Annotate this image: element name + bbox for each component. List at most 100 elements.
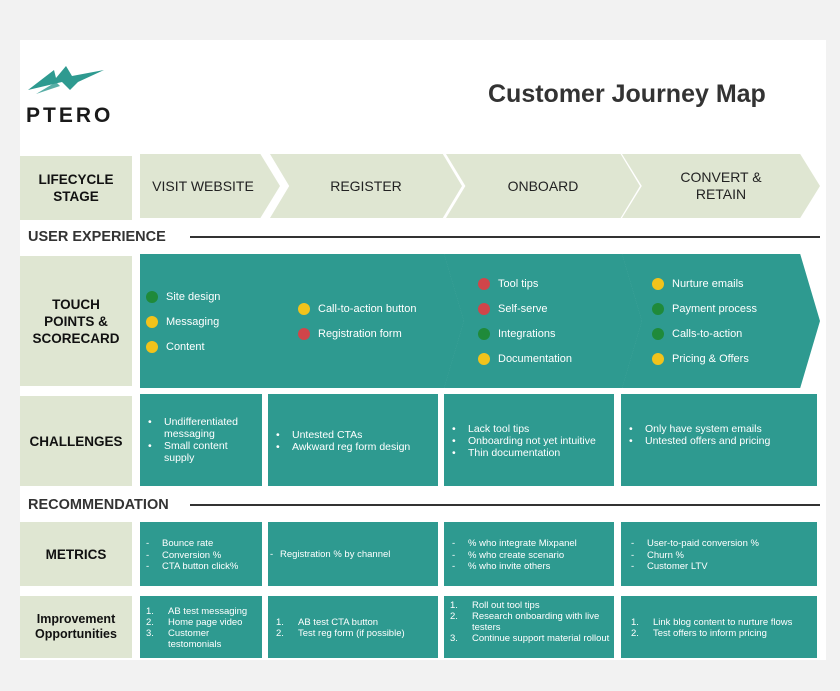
metric-text: Registration % by channel — [280, 549, 391, 560]
metric-item: -Customer LTV — [631, 561, 708, 572]
challenge-text: Untested CTAs — [292, 429, 363, 441]
touchpoint-text: Site design — [166, 290, 221, 303]
stage-label: CONVERT & — [680, 169, 762, 185]
improvement-register: 1.AB test CTA button 2.Test reg form (if… — [268, 596, 438, 658]
lifecycle-label-line1: LIFECYCLE — [38, 172, 114, 187]
right-margin — [826, 0, 840, 691]
touchpoint-item: Call-to-action button — [298, 296, 416, 321]
improvement-text: Continue support material rollout — [472, 633, 610, 644]
metrics-visit-website: -Bounce rate -Conversion % -CTA button c… — [140, 522, 262, 586]
touchpoint-list: Call-to-action button Registration form — [298, 296, 416, 346]
challenge-item: •Untested offers and pricing — [629, 435, 771, 447]
status-dot — [652, 277, 664, 290]
left-margin — [0, 0, 20, 691]
touchpoints-label-line1: TOUCH — [52, 296, 100, 312]
challenges-onboard: •Lack tool tips •Onboarding not yet intu… — [444, 394, 614, 486]
touchpoint-text: Registration form — [318, 327, 402, 340]
metric-item: -Conversion % — [146, 549, 222, 561]
improvement-text: Link blog content to nurture flows — [653, 617, 793, 628]
improvement-item: 2.Research onboarding with live testers — [450, 611, 600, 633]
touchpoint-item: Integrations — [478, 321, 572, 346]
metrics-register: -Registration % by channel — [268, 522, 438, 586]
challenges-register: •Untested CTAs •Awkward reg form design — [268, 394, 438, 486]
touchpoint-list: Site design Messaging Content — [146, 284, 220, 359]
metric-item: -User-to-paid conversion % — [631, 538, 759, 549]
improvement-label-line2: Opportunities — [35, 627, 117, 641]
improvement-text: Test offers to inform pricing — [653, 628, 767, 639]
metric-item: -Churn % — [631, 549, 684, 561]
challenges-convert-retain: •Only have system emails •Untested offer… — [621, 394, 817, 486]
touchpoint-item: Content — [146, 334, 220, 359]
stage-label: REGISTER — [330, 177, 402, 194]
touchpoint-item: Messaging — [146, 309, 220, 334]
improvement-label-line1: Improvement — [36, 612, 116, 626]
metric-text: Churn % — [647, 549, 684, 561]
metric-item: -% who create scenario — [452, 549, 565, 561]
touchpoint-item: Tool tips — [478, 271, 572, 296]
status-dot — [298, 302, 310, 315]
touchpoint-text: Calls-to-action — [672, 327, 743, 340]
touchpoint-item: Pricing & Offers — [652, 346, 757, 371]
touchpoint-text: Integrations — [498, 327, 556, 340]
status-dot — [146, 340, 158, 353]
touchpoints-register — [266, 254, 464, 388]
challenge-text: Onboarding not yet intuitive — [468, 435, 596, 447]
bottom-margin — [0, 660, 840, 691]
challenge-text: Awkward reg form design — [292, 441, 411, 453]
status-dot — [478, 302, 490, 315]
improvement-item: 2.Home page video — [146, 617, 243, 628]
metric-text: Customer LTV — [647, 561, 708, 572]
touchpoint-text: Self-serve — [498, 302, 548, 315]
challenge-text: Small content supply — [164, 440, 228, 464]
challenge-item: •Small content supply — [148, 440, 228, 464]
status-dot — [478, 352, 490, 365]
touchpoint-list: Nurture emails Payment process Calls-to-… — [652, 271, 757, 371]
improvement-onboard: 1.Roll out tool tips 2.Research onboardi… — [444, 596, 614, 658]
pterodactyl-icon — [28, 66, 104, 94]
status-dot — [652, 302, 664, 315]
challenge-item: •Onboarding not yet intuitive — [452, 435, 596, 447]
improvement-item: 3.Continue support material rollout — [450, 633, 610, 644]
improvement-convert-retain: 1.Link blog content to nurture flows 2.T… — [621, 596, 817, 658]
challenge-item: •Untested CTAs — [276, 429, 363, 441]
touchpoints-onboard — [444, 254, 642, 388]
challenge-item: •Lack tool tips — [452, 423, 530, 435]
touchpoint-text: Payment process — [672, 302, 757, 315]
status-dot — [478, 277, 490, 290]
status-dot — [652, 352, 664, 365]
challenge-text: Thin documentation — [468, 447, 561, 459]
top-margin — [0, 0, 840, 40]
improvement-item: 1.AB test messaging — [146, 606, 248, 617]
touchpoint-text: Nurture emails — [672, 277, 744, 290]
touchpoint-list: Tool tips Self-serve Integrations Docume… — [478, 271, 572, 371]
stage-register: REGISTER — [270, 154, 462, 218]
touchpoint-text: Content — [166, 340, 205, 353]
metric-text: CTA button click% — [162, 561, 239, 572]
improvement-visit-website: 1.AB test messaging 2.Home page video 3.… — [140, 596, 262, 658]
challenge-text: Undifferentiated messaging — [164, 416, 238, 440]
metric-text: User-to-paid conversion % — [647, 538, 759, 549]
touchpoint-text: Documentation — [498, 352, 572, 365]
metric-text: % who integrate Mixpanel — [468, 538, 577, 549]
touchpoint-item: Self-serve — [478, 296, 572, 321]
challenge-item: •Awkward reg form design — [276, 441, 411, 453]
touchpoints-label-line2: POINTS & — [44, 313, 108, 329]
metric-text: Conversion % — [162, 549, 222, 561]
touchpoint-text: Call-to-action button — [318, 302, 417, 315]
improvement-text: AB test CTA button — [298, 617, 379, 628]
touchpoints-convert-retain — [622, 254, 820, 388]
challenge-item: •Only have system emails — [629, 423, 762, 435]
challenge-item: •Thin documentation — [452, 447, 561, 459]
touchpoints-visit-website — [140, 254, 288, 388]
stage-label-line2: RETAIN — [695, 186, 747, 202]
stage-visit-website: VISIT WEBSITE — [140, 154, 280, 218]
improvement-text: Research onboarding with live testers — [472, 611, 600, 633]
page-title: Customer Journey Map — [488, 80, 766, 108]
touchpoint-item: Registration form — [298, 321, 416, 346]
metrics-convert-retain: -User-to-paid conversion % -Churn % -Cus… — [621, 522, 817, 586]
metrics-onboard: -% who integrate Mixpanel -% who create … — [444, 522, 614, 586]
challenge-text: Lack tool tips — [468, 423, 530, 435]
improvement-text: Test reg form (if possible) — [298, 628, 405, 639]
